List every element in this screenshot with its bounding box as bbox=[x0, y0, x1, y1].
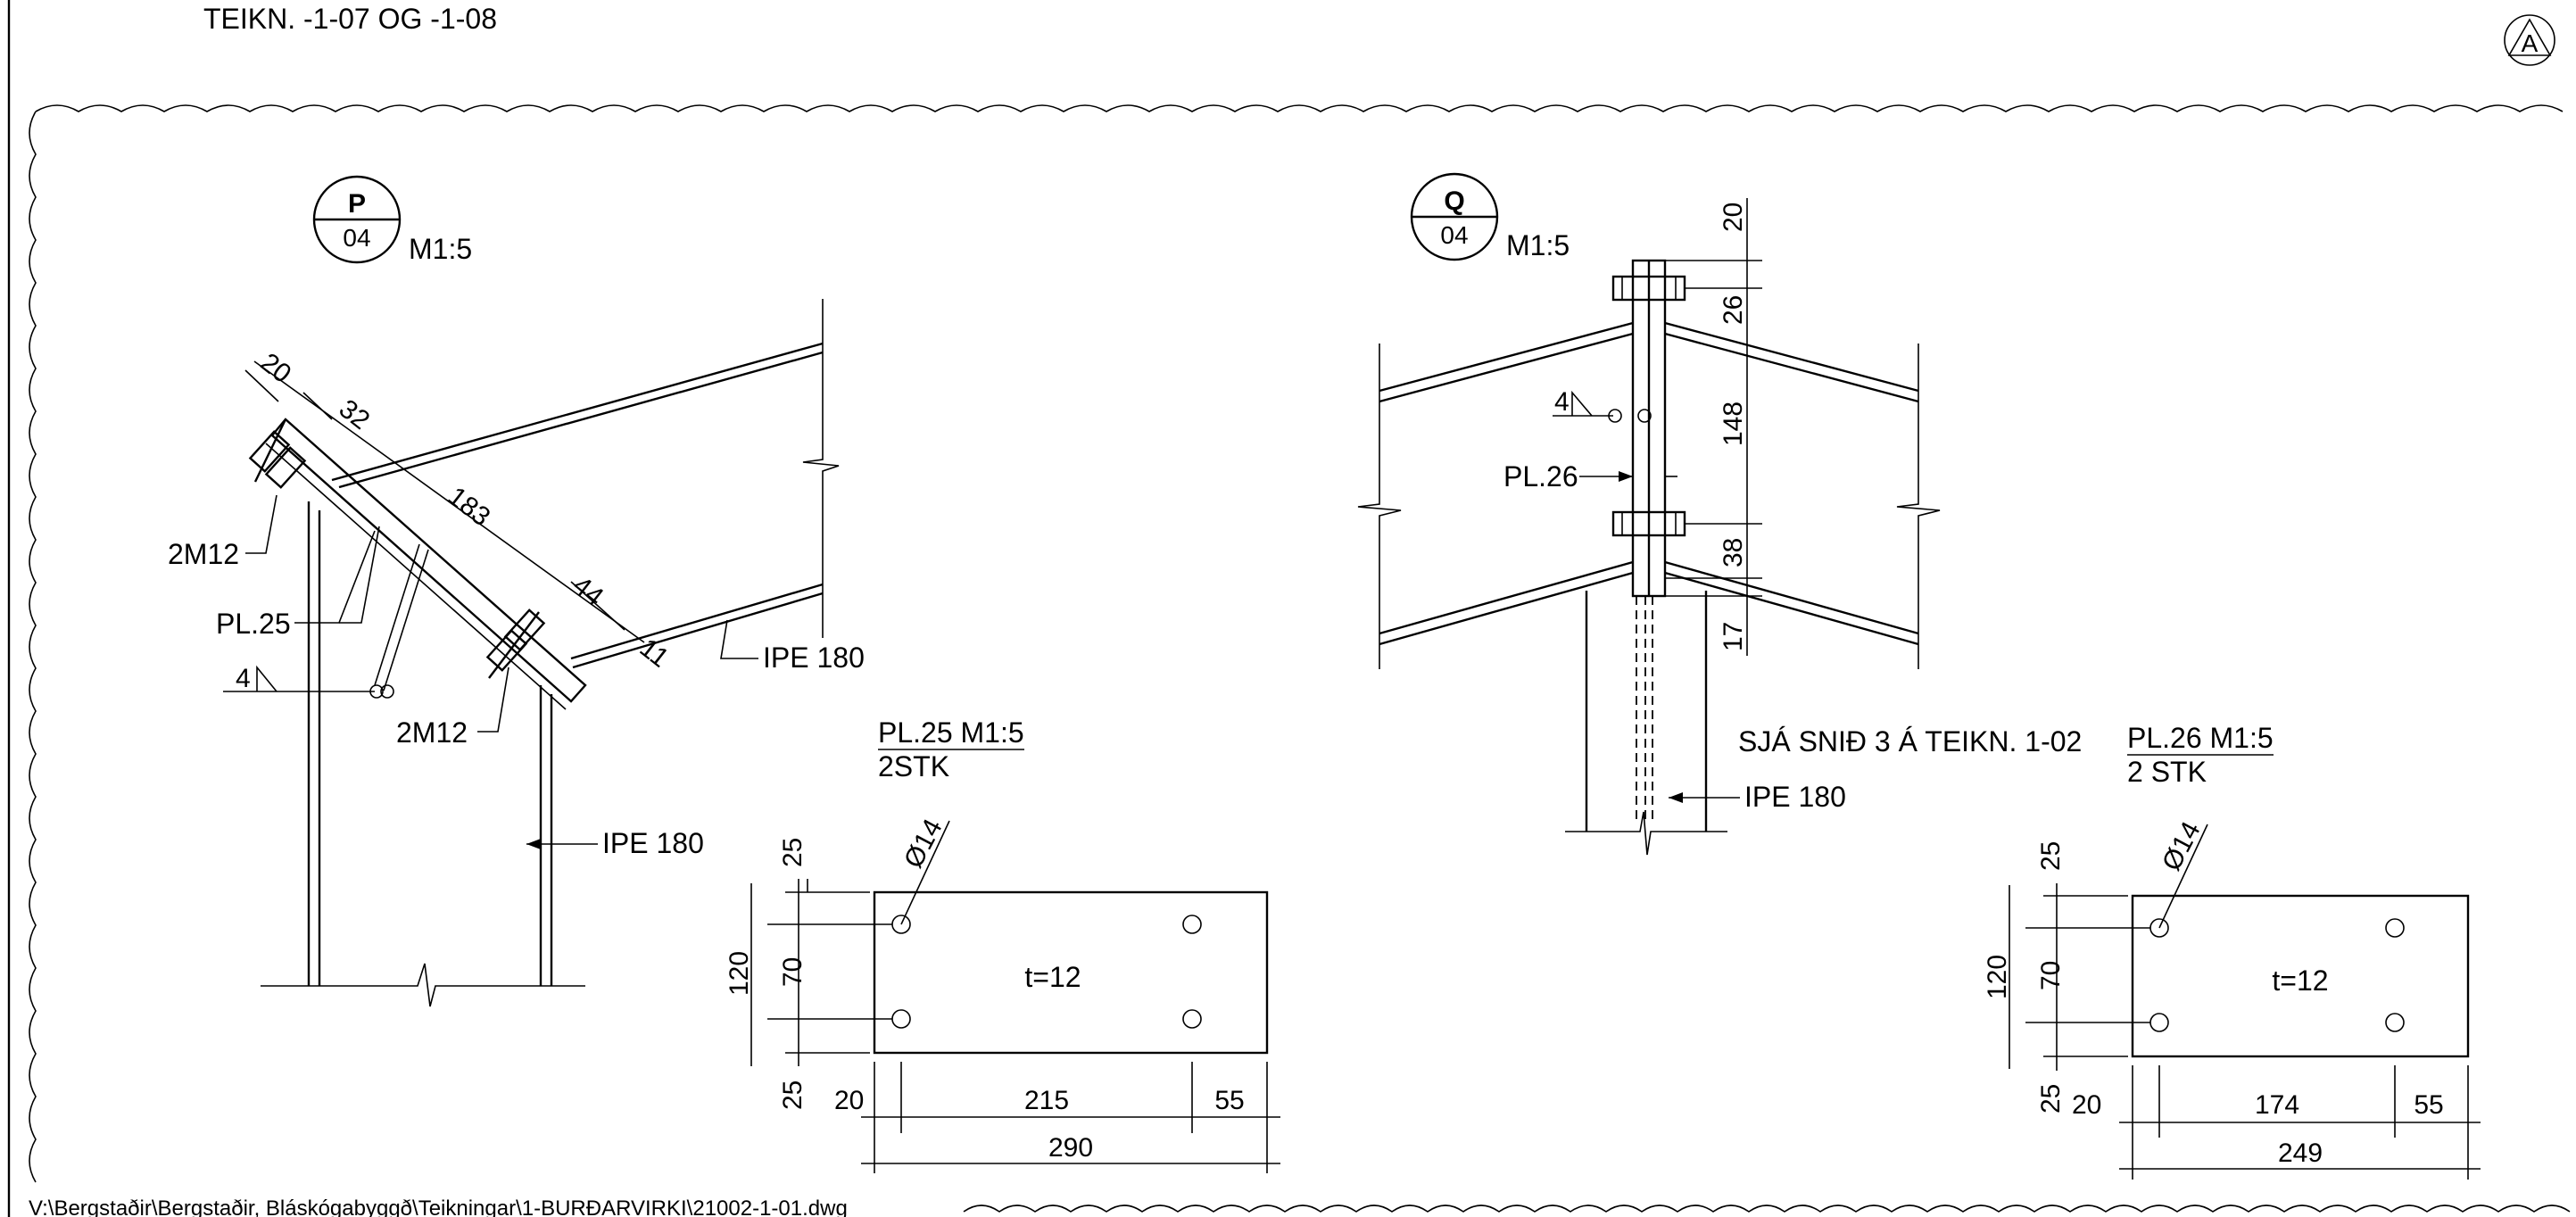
revision-cloud-top bbox=[35, 104, 2564, 112]
plate-25-hole bbox=[891, 1009, 911, 1029]
dim-p-183: 183 bbox=[443, 482, 496, 533]
column-q bbox=[1565, 591, 1727, 856]
plate-26-dim-55: 55 bbox=[2414, 1090, 2443, 1120]
dim-q-38: 38 bbox=[1719, 538, 1748, 567]
plate-25-dim-120: 120 bbox=[725, 951, 754, 996]
plate-25-hole bbox=[1182, 915, 1202, 934]
dim-q-148: 148 bbox=[1719, 402, 1748, 446]
plate-26-hole bbox=[2385, 1013, 2405, 1032]
plate-26-dim-70: 70 bbox=[2036, 961, 2066, 990]
detail-p: P 04 M1:5 bbox=[168, 175, 865, 1007]
plate-26-dim-25a: 25 bbox=[2036, 841, 2066, 871]
detail-p-label: P 04 M1:5 bbox=[312, 175, 472, 265]
plate-26-dim-20: 20 bbox=[2072, 1090, 2101, 1120]
plate-25-dim-215: 215 bbox=[1024, 1086, 1069, 1115]
plate-25-dim-25a: 25 bbox=[778, 838, 808, 867]
plate-25-detail: PL.25 M1:5 2STK t=12 Ø14 25 70 25 120 20… bbox=[725, 716, 1280, 1173]
dim-p-44: 44 bbox=[567, 571, 609, 613]
bolt-group-bottom-p bbox=[485, 608, 546, 679]
plate-26-dim-25b: 25 bbox=[2036, 1084, 2066, 1114]
plate-26-hole-dia: Ø14 bbox=[2157, 817, 2207, 876]
revision-letter: A bbox=[2522, 29, 2539, 57]
detail-q-sheet: 04 bbox=[1440, 221, 1468, 249]
plate-26-dim-249: 249 bbox=[2278, 1138, 2323, 1168]
plate-25-outline bbox=[873, 890, 1269, 1055]
plate-25-thickness: t=12 bbox=[1024, 961, 1081, 993]
detail-p-sheet: 04 bbox=[343, 224, 370, 252]
rafter-p bbox=[331, 299, 840, 669]
revision-cloud-bottom bbox=[963, 1205, 2571, 1213]
label-q-column: IPE 180 bbox=[1744, 781, 1846, 813]
plate-25-dim-290: 290 bbox=[1048, 1133, 1093, 1163]
plate-26-dim-174: 174 bbox=[2255, 1090, 2299, 1120]
plate-26-detail: PL.26 M1:5 2 STK t=12 Ø14 25 70 25 120 2… bbox=[1983, 722, 2481, 1180]
dims-q: 20 26 148 38 17 bbox=[1665, 198, 1762, 656]
end-plate-p bbox=[265, 418, 587, 710]
plate-26-thickness: t=12 bbox=[2272, 964, 2328, 997]
plate-26-title: PL.26 M1:5 bbox=[2127, 722, 2274, 754]
annotations-p: 2M12 PL.25 4 2M12 IPE 180 IPE 180 bbox=[168, 494, 865, 859]
plate-25-dim-55: 55 bbox=[1214, 1086, 1244, 1115]
detail-q: Q 04 M1:5 bbox=[1357, 172, 2082, 856]
detail-q-id: Q bbox=[1444, 186, 1464, 216]
plate-25-title: PL.25 M1:5 bbox=[878, 716, 1024, 749]
revision-triangle: A bbox=[2504, 14, 2555, 66]
dim-p-32: 32 bbox=[334, 394, 376, 436]
label-p-2m12-top: 2M12 bbox=[168, 538, 239, 570]
annotations-q: 4 PL.26 SJÁ SNIÐ 3 Á TEIKN. 1-02 IPE 180 bbox=[1503, 387, 2082, 813]
drawing-reference: TEIKN. -1-07 OG -1-08 bbox=[203, 3, 497, 35]
detail-q-scale: M1:5 bbox=[1506, 229, 1570, 261]
rafters-q bbox=[1357, 321, 1941, 669]
plate-25-hole-dia: Ø14 bbox=[899, 815, 948, 873]
revision-cloud-left bbox=[29, 111, 37, 1183]
column-p bbox=[261, 501, 585, 1007]
detail-p-id: P bbox=[348, 189, 366, 219]
plate-26-hole bbox=[2149, 1013, 2169, 1032]
label-q-note: SJÁ SNIÐ 3 Á TEIKN. 1-02 bbox=[1738, 725, 2082, 758]
label-p-pl25: PL.25 bbox=[216, 608, 291, 640]
detail-q-label: Q 04 M1:5 bbox=[1410, 172, 1570, 261]
dim-q-26: 26 bbox=[1719, 295, 1748, 325]
plate-26-hole bbox=[2385, 918, 2405, 938]
label-p-column: IPE 180 bbox=[602, 827, 704, 859]
dim-q-20: 20 bbox=[1719, 203, 1748, 232]
plate-25-qty: 2STK bbox=[878, 750, 949, 782]
bolt-group-top-p bbox=[248, 418, 307, 489]
label-q-weld: 4 bbox=[1554, 387, 1570, 417]
plate-26-dim-120: 120 bbox=[1983, 955, 2012, 999]
plate-26-outline bbox=[2131, 894, 2470, 1058]
plate-25-hole bbox=[1182, 1009, 1202, 1029]
label-q-pl26: PL.26 bbox=[1503, 460, 1578, 493]
plates-q bbox=[1611, 259, 1686, 598]
dim-p-20: 20 bbox=[255, 348, 297, 390]
dim-q-17: 17 bbox=[1719, 622, 1748, 651]
plate-25-dim-20: 20 bbox=[834, 1086, 864, 1115]
file-path: V:\Bergstaðir\Bergstaðir, Bláskógabyggð\… bbox=[29, 1196, 848, 1217]
plate-25-dim-25b: 25 bbox=[778, 1080, 808, 1110]
detail-p-scale: M1:5 bbox=[409, 233, 472, 265]
label-p-weld: 4 bbox=[236, 664, 251, 693]
label-p-2m12-bottom: 2M12 bbox=[396, 716, 468, 749]
label-p-beam: IPE 180 bbox=[763, 642, 865, 674]
plate-25-dim-70: 70 bbox=[778, 957, 808, 987]
plate-26-qty: 2 STK bbox=[2127, 756, 2207, 788]
